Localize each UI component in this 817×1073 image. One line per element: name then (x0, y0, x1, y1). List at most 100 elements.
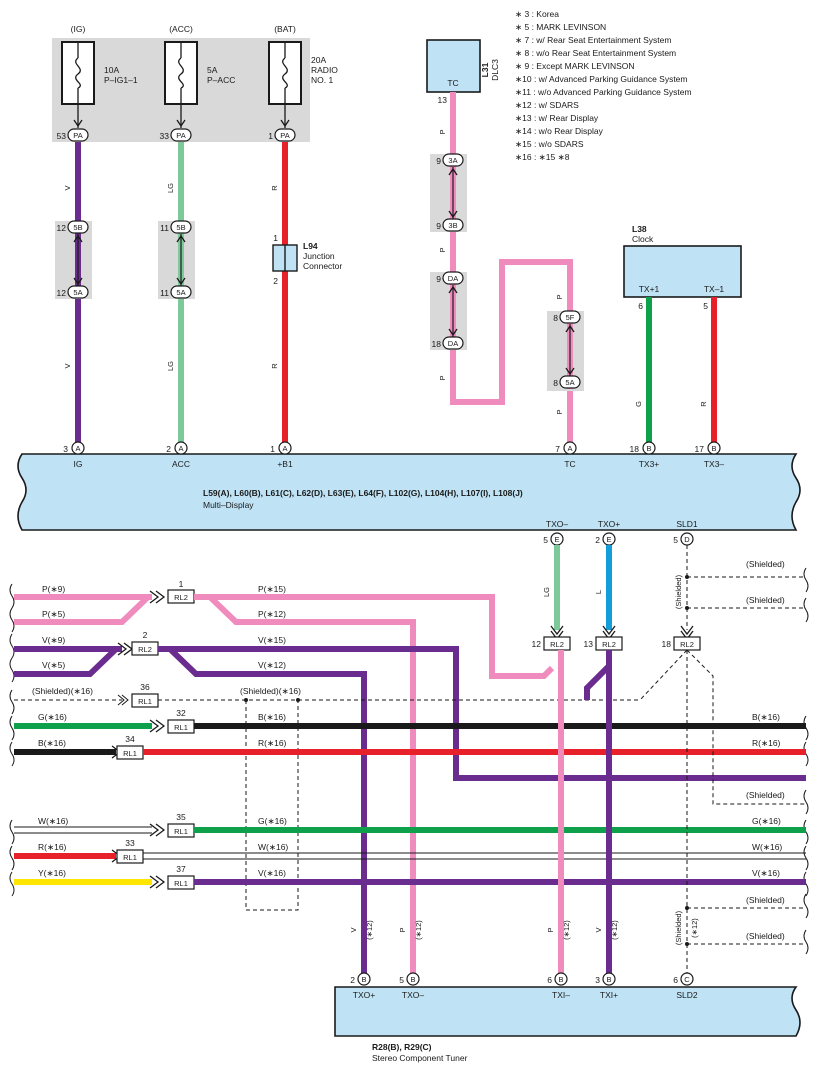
tuner-pin-txom: 5 B TXO– (399, 972, 424, 1000)
label-r16: R(∗16) (258, 738, 287, 748)
wire-ig-color-1: V (63, 185, 72, 190)
label-p-txom-star: (∗12) (414, 920, 423, 940)
fuse-bat-name2: NO. 1 (311, 75, 333, 85)
splice-tc1-bot-conn: 3B (448, 221, 457, 230)
md-pin-ig-label: IG (74, 459, 83, 469)
splice-ig: 5B 12 5A 12 (55, 220, 92, 299)
relay-pin32-num: 32 (176, 708, 186, 718)
label-shielded-v2: (Shielded) (674, 910, 683, 945)
fuse-ig-pin: 53 (57, 131, 67, 141)
md-pin-sld1-conn: D (684, 535, 690, 544)
dlc3-terminal: TC (447, 78, 458, 88)
splice-tc2-top-conn: DA (448, 274, 458, 283)
splice-tc3-bot-pin: 8 (553, 378, 558, 388)
junction-id: L94 (303, 241, 318, 251)
splice-ig-bot-pin: 12 (57, 288, 67, 298)
junction-pin-top: 1 (273, 233, 278, 243)
note-10: ∗10 : w/ Advanced Parking Guidance Syste… (515, 74, 688, 84)
relay-pin13-num: 13 (584, 639, 594, 649)
junction-connector: 1 2 L94 Junction Connector (272, 233, 342, 286)
dlc3-id: L31 (480, 62, 490, 77)
clock-tx2: TX–1 (704, 284, 725, 294)
md-pin-tx3m: 17 B TX3– (695, 441, 725, 469)
md-pin-txom-conn: E (554, 535, 559, 544)
splice-tc2-bot-conn: DA (448, 339, 458, 348)
label-g16b: G(∗16) (258, 816, 287, 826)
note-11: ∗11 : w/o Advanced Parking Guidance Syst… (515, 87, 692, 97)
label-p-txim: P (546, 927, 555, 932)
wire-v15 (158, 646, 806, 781)
multi-display-title: L59(A), L60(B), L61(C), L62(D), L63(E), … (203, 488, 523, 498)
fuse-ig-name: P–IG1–1 (104, 75, 138, 85)
md-pin-tc: 7 A TC (555, 441, 577, 469)
splice-ig-top-pin: 12 (57, 223, 67, 233)
wire-txom-color: LG (542, 587, 551, 597)
md-pin-acc: 2 A ACC (166, 441, 190, 469)
note-15: ∗15 : w/o SDARS (515, 139, 584, 149)
relay-pin18: 18 RL2 (662, 636, 701, 651)
wire-v12 (167, 646, 367, 975)
label-g16: G(∗16) (38, 712, 67, 722)
label-b16b: B(∗16) (258, 712, 286, 722)
label-shielded-3: (Shielded) (746, 790, 785, 800)
md-pin-tx3m-num: 17 (695, 444, 705, 454)
relay-pin34: 34 RL1 (116, 734, 144, 760)
splice-ig-bot-conn: 5A (73, 288, 82, 297)
splice-tc3-top-conn: 5F (566, 313, 575, 322)
relay-pin34-name: RL1 (123, 749, 137, 758)
fuse-acc-pin: 33 (160, 131, 170, 141)
label-w16b: W(∗16) (258, 842, 288, 852)
relay-pin37-name: RL1 (174, 879, 188, 888)
notes-list: ∗ 3 : Korea ∗ 5 : MARK LEVINSON ∗ 7 : w/… (515, 9, 692, 162)
tuner-pin-txip-num: 3 (595, 975, 600, 985)
label-r16c: R(∗16) (38, 842, 67, 852)
wire-p15 (194, 594, 555, 679)
relay-pin32: 32 RL1 (167, 708, 195, 734)
splice-acc-top-pin: 11 (160, 223, 169, 233)
md-pin-tx3p-num: 18 (630, 444, 640, 454)
relay-pin13: 13 RL2 (584, 636, 623, 651)
splice-tc1-bot-pin: 9 (436, 221, 441, 231)
wire-tx3p-color: G (634, 401, 643, 407)
fuse-acc-conn: PA (176, 131, 185, 140)
note-14: ∗14 : w/o Rear Display (515, 126, 604, 136)
clock: L38 Clock TX+1 TX–1 6 5 (623, 224, 742, 311)
relay-pin2: 2 RL2 (131, 630, 159, 656)
md-pin-tx3p: 18 B TX3+ (630, 441, 660, 469)
md-pin-sld1: SLD1 5 D (673, 519, 698, 546)
fuse-bat-conn: PA (280, 131, 289, 140)
md-pin-tc-conn: A (567, 444, 572, 453)
splice-tc-2: DA 9 DA 18 (430, 271, 467, 350)
md-pin-tx3m-label: TX3– (704, 459, 725, 469)
note-8: ∗ 8 : w/o Rear Seat Entertainment System (515, 48, 676, 58)
fuse-ig-rating: 10A (104, 65, 119, 75)
relay-pin33-num: 33 (125, 838, 135, 848)
dlc3-pin: 13 (438, 95, 448, 105)
tuner-pin-sld2: 6 C SLD2 (673, 972, 698, 1000)
tuner-pin-txip-label: TXI+ (600, 990, 618, 1000)
label-p12: P(∗12) (258, 609, 286, 619)
md-pin-txom: TXO– 5 E (543, 519, 568, 546)
tuner-subtitle: Stereo Component Tuner (372, 1053, 468, 1063)
splice-acc-bot-pin: 11 (160, 288, 169, 298)
fuse-bat-rating: 20A (311, 55, 326, 65)
md-pin-b1-conn: A (282, 444, 287, 453)
wire-p5-in (14, 594, 151, 625)
splice-acc-bot-conn: 5A (176, 288, 185, 297)
wire-v5-in (14, 646, 119, 677)
relay-pin1-num: 1 (179, 579, 184, 589)
label-p9: P(∗9) (42, 584, 65, 594)
tuner-pin-txip-conn: B (606, 975, 611, 984)
relay-pin12-name: RL2 (550, 640, 564, 649)
relay-pin33-name: RL1 (123, 853, 137, 862)
tuner-pin-txop-num: 2 (350, 975, 355, 985)
tuner-pin-txop: 2 B TXO+ (350, 972, 375, 1000)
fuse-bat: (BAT) 20A RADIO NO. 1 1 PA (268, 24, 338, 142)
splice-acc: 5B 11 5A 11 (158, 220, 195, 299)
label-p-txom: P (398, 927, 407, 932)
tuner-pin-txim-label: TXI– (552, 990, 570, 1000)
md-pin-tx3p-label: TX3+ (639, 459, 660, 469)
relay-pin18-name: RL2 (680, 640, 694, 649)
md-pin-txop: TXO+ 2 E (595, 519, 620, 546)
